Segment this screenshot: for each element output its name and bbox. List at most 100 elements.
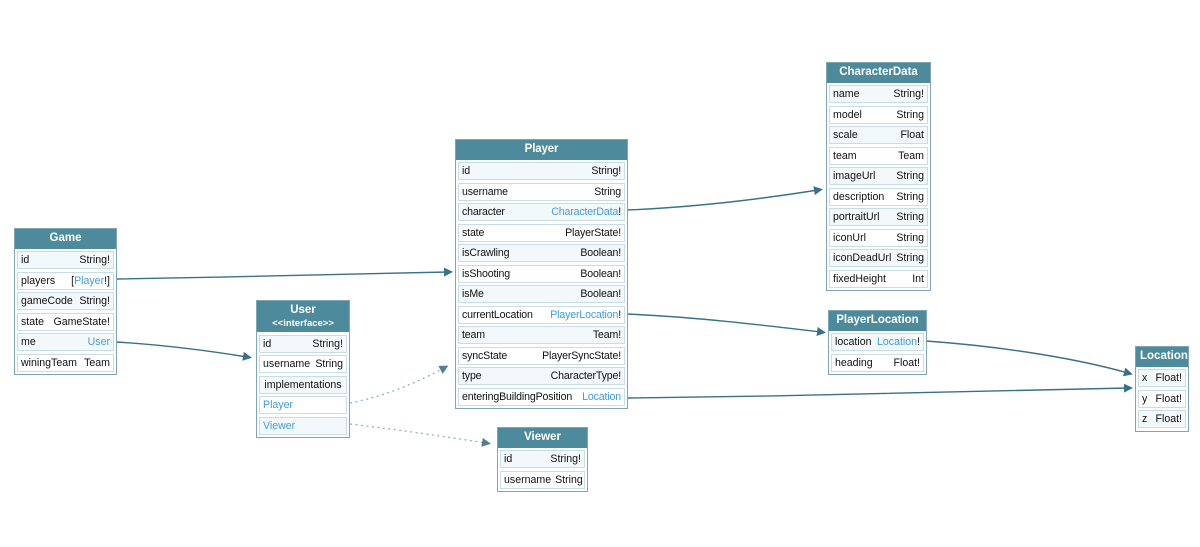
field-type: Team — [84, 357, 110, 369]
type-link[interactable]: PlayerLocation — [550, 308, 619, 321]
table-row[interactable]: Viewer — [259, 416, 347, 435]
implementation-link[interactable]: Player — [263, 399, 294, 412]
type-link[interactable]: Location — [876, 336, 918, 349]
field-name: model — [833, 108, 862, 121]
type-text: String! — [591, 165, 621, 178]
table-header-game[interactable]: Game — [15, 229, 116, 249]
type-text: Float! — [893, 356, 921, 369]
field-type: Float! — [1156, 393, 1183, 405]
type-text: PlayerState! — [565, 226, 621, 239]
type-link[interactable]: User — [87, 336, 110, 349]
table-row[interactable]: state PlayerState! — [458, 223, 625, 242]
field-name: syncState — [462, 349, 508, 362]
table-row[interactable]: players[Player!] — [17, 271, 114, 290]
type-text: !] — [104, 274, 110, 287]
table-title: User — [290, 304, 316, 316]
table-row[interactable]: model String — [829, 105, 928, 124]
table-header-characterdata[interactable]: CharacterData — [827, 63, 930, 83]
table-header-playerlocation[interactable]: PlayerLocation — [829, 311, 926, 331]
type-text: GameState! — [53, 315, 110, 328]
table-header-location[interactable]: Location — [1136, 347, 1188, 367]
implementation-link[interactable]: Viewer — [263, 419, 296, 432]
table-row[interactable]: id String! — [500, 450, 585, 469]
field-name: character — [462, 206, 505, 219]
type-text: String — [315, 358, 343, 371]
table-header-user[interactable]: User <<interface>> — [257, 301, 349, 333]
field-type: String! — [79, 254, 110, 266]
type-text: String! — [550, 453, 581, 466]
type-link[interactable]: Location — [582, 390, 621, 403]
field-type: String! — [893, 88, 924, 100]
type-text: String! — [79, 254, 110, 267]
field-name: state — [462, 226, 485, 239]
field-name: winingTeam — [21, 356, 77, 369]
field-name: id — [504, 453, 513, 466]
field-type: String — [315, 358, 343, 370]
field-type: Boolean! — [580, 247, 621, 259]
table-row[interactable]: Player — [259, 396, 347, 415]
type-text: String — [896, 170, 924, 183]
table-title: CharacterData — [839, 66, 918, 78]
type-link[interactable]: CharacterData — [551, 206, 619, 219]
field-name: iconUrl — [833, 231, 866, 244]
field-name: isMe — [462, 288, 484, 301]
type-text: ! — [917, 336, 920, 349]
field-type: Location! — [877, 336, 920, 348]
edge-game-me-to-user — [115, 341, 252, 361]
table-row[interactable]: winingTeam Team — [17, 353, 114, 372]
table-title: PlayerLocation — [836, 314, 919, 326]
table-row[interactable]: implementations — [259, 375, 347, 394]
table-header-player[interactable]: Player — [456, 140, 627, 160]
type-text: Int — [912, 272, 924, 285]
table-header-viewer[interactable]: Viewer — [498, 428, 587, 448]
field-type: String — [896, 109, 924, 121]
field-name: currentLocation — [462, 308, 533, 321]
field-type: String — [896, 170, 924, 182]
field-type: String — [896, 252, 924, 264]
field-type: CharacterType! — [551, 370, 621, 382]
type-link[interactable]: Player — [74, 274, 105, 287]
